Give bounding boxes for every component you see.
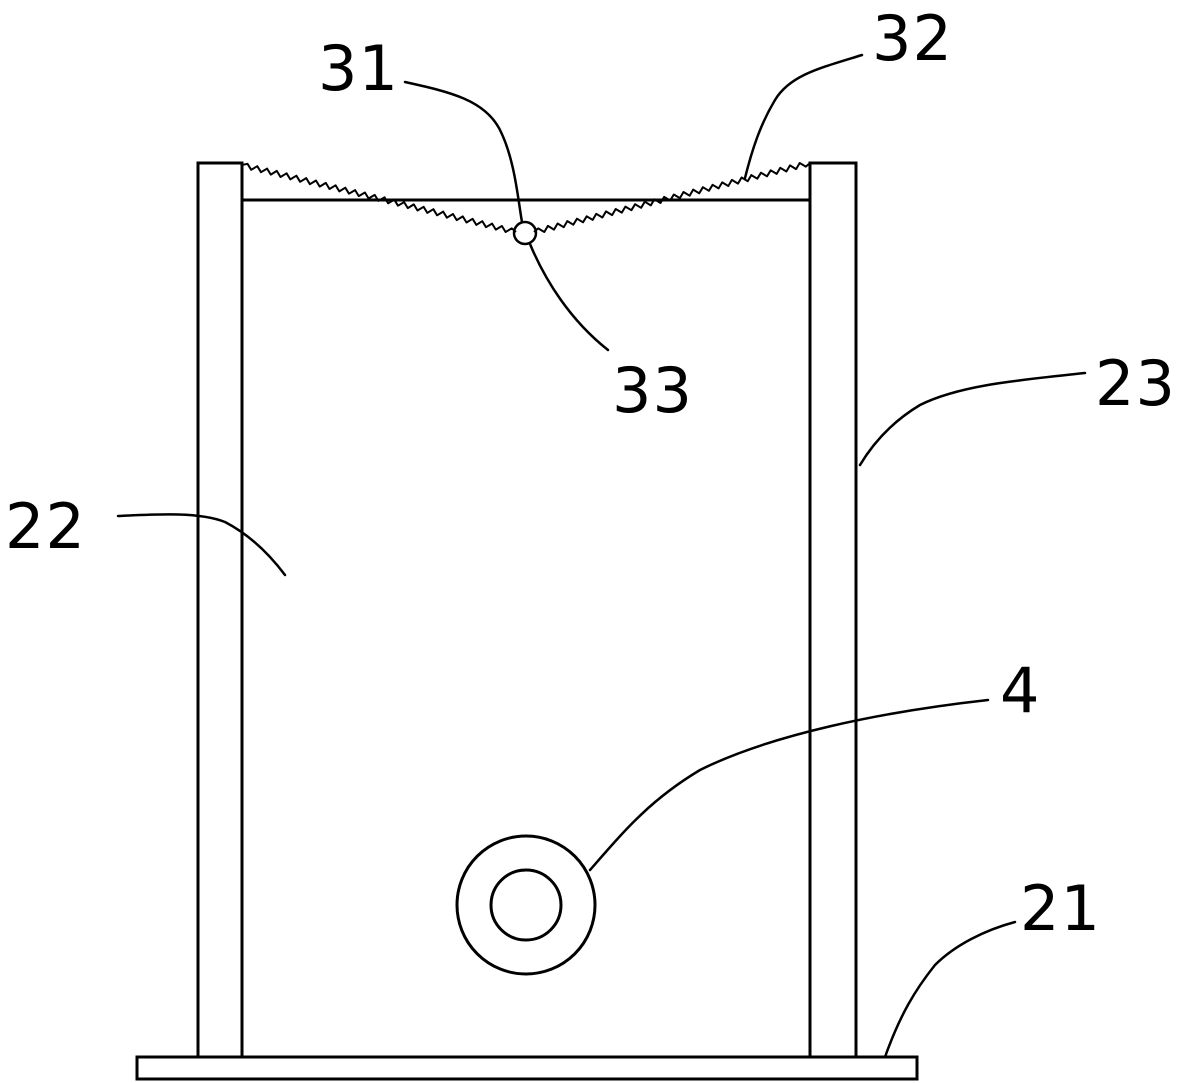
left-post — [196, 161, 244, 1059]
label-32: 32 — [872, 2, 953, 75]
label-22: 22 — [5, 490, 86, 563]
leader-33 — [528, 242, 610, 352]
right-post — [808, 161, 858, 1059]
roller-inner — [489, 868, 563, 942]
leader-22 — [116, 513, 287, 577]
leader-21 — [883, 920, 1017, 1059]
label-23: 23 — [1095, 347, 1176, 420]
small-pulley — [512, 220, 538, 246]
label-21: 21 — [1020, 872, 1101, 945]
leader-4 — [588, 698, 990, 872]
label-4: 4 — [1000, 654, 1040, 727]
label-31: 31 — [318, 32, 399, 105]
jagged-strap-left — [241, 162, 517, 233]
leader-31 — [403, 80, 524, 224]
base-plate — [135, 1055, 919, 1081]
leader-32 — [743, 53, 864, 180]
leader-23 — [858, 371, 1087, 467]
label-33: 33 — [612, 354, 693, 427]
roller-outer — [455, 834, 597, 976]
jagged-strap-right — [533, 162, 811, 233]
